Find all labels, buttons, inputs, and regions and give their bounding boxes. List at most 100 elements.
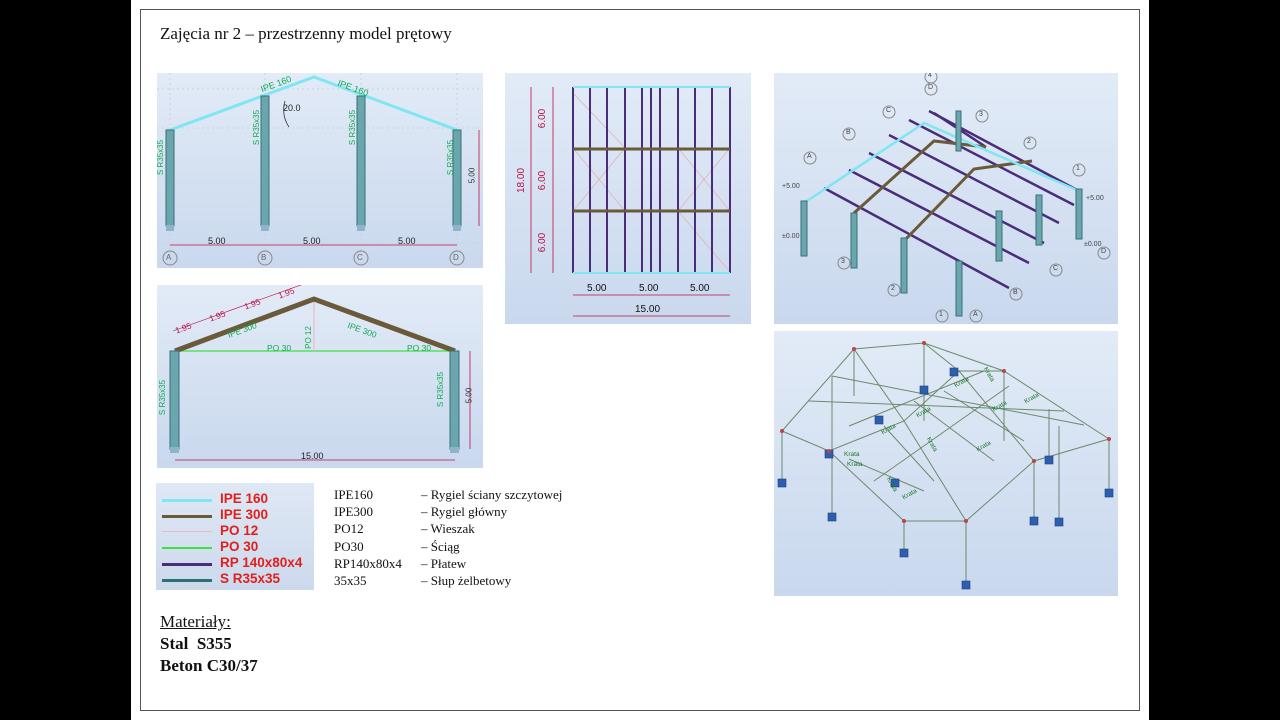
profile-desc: – Słup żelbetowy [421,572,512,588]
front-grid [157,73,483,268]
page-title: Zajęcia nr 2 – przestrzenny model prętow… [160,24,452,43]
label-col-a: S R35x35 [157,139,166,175]
plan-view-drawing [530,86,731,317]
label-po12: PO 12 [303,326,313,349]
iso-ax-b: B [846,129,851,136]
front-bases [166,225,461,231]
legend-row-ipe300: IPE 300 [156,507,314,523]
iso-lvl0-left: ±0.00 [782,233,800,240]
plan-main-beams [573,147,730,213]
iso-main-beams [852,139,1033,243]
profile-desc: – Wieszak [421,521,475,537]
legend-label-po30: PO 30 [220,539,259,554]
profile-desc: – Rygiel ściany szczytowej [421,487,563,502]
iso-view-panel: 4 D C B 3 2 1 A +5.00 +5.00 ±0.00 ±0.00 … [774,73,1118,324]
iso-ax-d: D [928,84,934,91]
label-po30-right: PO 30 [407,343,432,353]
label-col-d: S R35x35 [446,139,456,176]
slide-frame [140,9,1140,711]
iso-ax-4: 4 [928,73,932,79]
front-elevation-panel: IPE 160 IPE 160 20.0 S R35x35 S R35x35 S… [157,73,483,268]
angle-arc [283,100,290,128]
wireframe-lines [781,342,1110,586]
section-legend: IPE 160 IPE 300 PO 12 PO 30 RP 140x80x4 … [156,483,314,590]
label-side-height: 5.00 [464,387,474,404]
iso-gable [803,121,1080,205]
plan-gable-beams [573,86,730,274]
plan-bracing [572,92,731,273]
iso-ax-1b: 1 [939,311,943,318]
iso-view-drawing [800,73,1111,323]
legend-row-po30: PO 30 [156,539,314,555]
iso-ax-2: 2 [1027,138,1031,145]
krata-label-7: Krata [844,451,860,458]
iso-columns [800,110,1083,317]
label-total-y: 18.00 [516,167,528,194]
iso-ax-1: 1 [1076,165,1080,172]
legend-row-ipe160: IPE 160 [156,491,314,507]
iso-ax-c2: C [1053,265,1059,272]
profile-desc: – Płatew [421,555,467,571]
legend-label-ipe300: IPE 300 [220,507,269,522]
legend-row-sr35: S R35x35 [156,571,314,587]
profile-desc: – Ściąg [421,538,460,554]
plan-view-panel: 6.00 6.00 6.00 18.00 5.00 5.00 5.00 15.0… [505,73,751,324]
materials-concrete: Beton C30/37 [160,656,258,675]
label-po30-left: PO 30 [267,343,292,353]
krata-label-8: Krata [847,461,863,468]
label-col-left: S R35x35 [158,379,168,416]
iso-ax-a: A [807,153,812,160]
axis-d: D [453,253,459,262]
legend-swatch-ipe300 [162,515,212,518]
legend-row-rp140: RP 140x80x4 [156,555,314,571]
iso-ax-c: C [886,107,892,114]
label-col-c: S R35x35 [348,109,358,146]
label-plan-span-2: 5.00 [639,283,659,294]
materials-block: Materiały: Stal S355 Beton C30/37 [160,611,258,677]
profile-desc: – Rygiel główny [421,504,508,520]
side-bases [170,447,459,453]
iso-ax-2b: 2 [891,285,895,292]
label-col-right: S R35x35 [436,371,446,408]
profile-code: PO12 [334,521,364,537]
iso-axis-bubbles [803,73,1111,323]
axis-b: B [261,253,267,262]
iso-ax-d3: D [1101,248,1107,255]
profile-code: PO30 [334,538,364,554]
legend-swatch-po30 [162,547,212,549]
profile-code: 35x35 [334,572,367,588]
iso-ax-a2: A [973,311,978,318]
iso-lvl-right: +5.00 [1086,195,1104,202]
label-height: 5.00 [467,167,477,184]
legend-label-rp140: RP 140x80x4 [220,555,303,570]
plan-purlins [572,87,731,273]
profile-code: IPE300 [334,504,373,520]
axis-c: C [357,253,363,262]
label-plan-span-1: 5.00 [587,283,607,294]
side-section-panel: 1.95 1.95 1.95 1.95 IPE 300 IPE 300 PO 1… [157,285,483,468]
gable-rafter [169,75,458,132]
wireframe-model-panel: Krata Krata Krata Krata Krata Krata Krat… [774,331,1118,596]
wireframe-drawing [777,341,1114,590]
iso-ax-3: 3 [979,111,983,118]
label-angle: 20.0 [283,103,301,113]
segment-dim [172,285,302,332]
label-col-b: S R35x35 [252,109,262,146]
label-span-2: 5.00 [303,236,321,246]
legend-swatch-po12 [162,531,212,532]
iso-ax-b2: B [1013,289,1018,296]
legend-label-ipe160: IPE 160 [220,491,269,506]
label-plan-total-x: 15.00 [635,304,661,315]
label-bay-3: 6.00 [537,232,549,253]
side-section-drawing [169,285,471,461]
materials-steel: Stal S355 [160,634,232,653]
label-bay-2: 6.00 [537,170,549,191]
label-side-span: 15.00 [301,451,324,461]
legend-label-po12: PO 12 [220,523,259,538]
legend-swatch-sr35 [162,579,212,582]
label-plan-span-3: 5.00 [690,283,710,294]
legend-row-po12: PO 12 [156,523,314,539]
iso-lvl-left: +5.00 [782,183,800,190]
label-span-3: 5.00 [398,236,416,246]
legend-label-sr35: S R35x35 [220,571,281,586]
